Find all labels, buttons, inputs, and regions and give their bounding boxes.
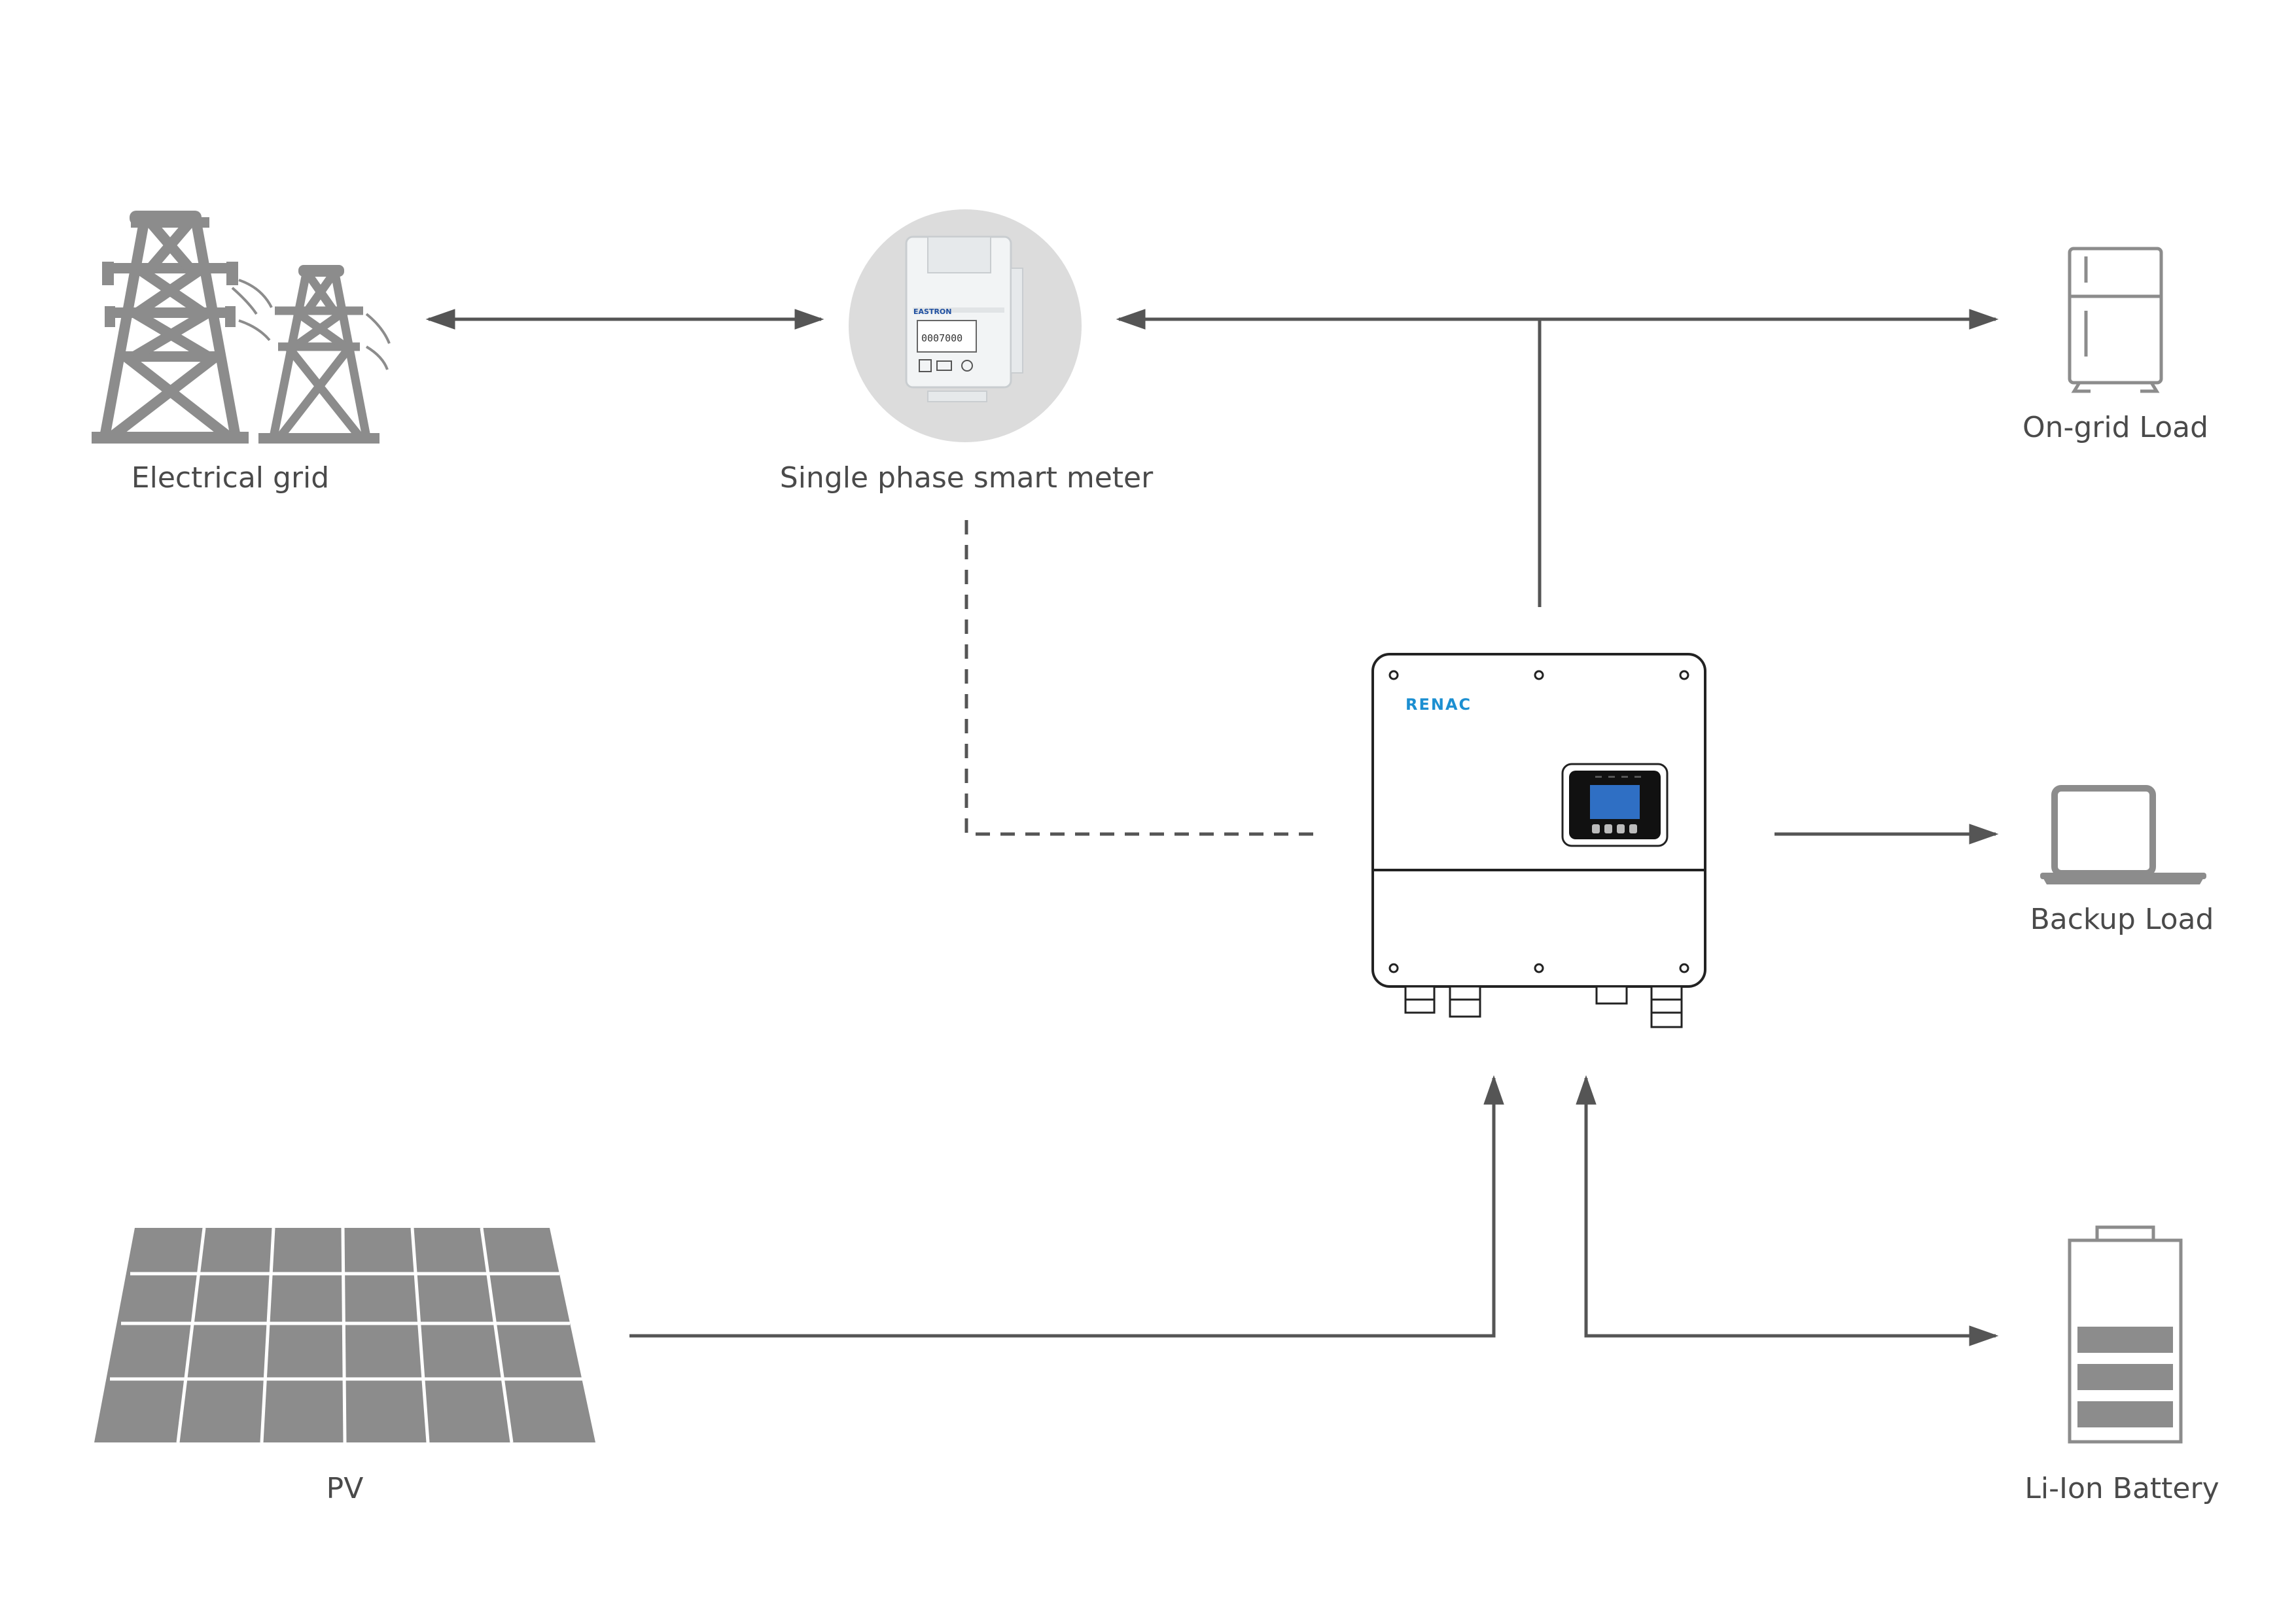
meter-inverter-comm-line	[964, 520, 1320, 836]
pv-inverter-line	[629, 1075, 1504, 1338]
inverter-brand: RENAC	[1405, 695, 1472, 714]
laptop-icon	[2040, 785, 2206, 884]
smart-meter-icon: EASTRON 0007000	[849, 209, 1082, 442]
meter-label: Single phase smart meter	[780, 461, 1154, 495]
transmission-tower-icon	[92, 211, 391, 444]
inverter-battery-line	[1576, 1075, 1999, 1346]
grid-label: Electrical grid	[132, 461, 329, 495]
meter-brand: EASTRON	[913, 307, 951, 316]
meter-display: 0007000	[921, 332, 963, 344]
connections	[425, 309, 1999, 1346]
battery-label: Li-Ion Battery	[2024, 1472, 2219, 1505]
ongrid-load-label: On-grid Load	[2022, 411, 2208, 444]
pv-label: PV	[327, 1472, 364, 1505]
hybrid-inverter-icon: RENAC	[1371, 653, 1706, 1028]
backup-load-label: Backup Load	[2030, 903, 2214, 936]
solar-panel-icon	[94, 1227, 595, 1443]
refrigerator-icon	[2068, 247, 2163, 393]
battery-icon	[2068, 1225, 2183, 1444]
